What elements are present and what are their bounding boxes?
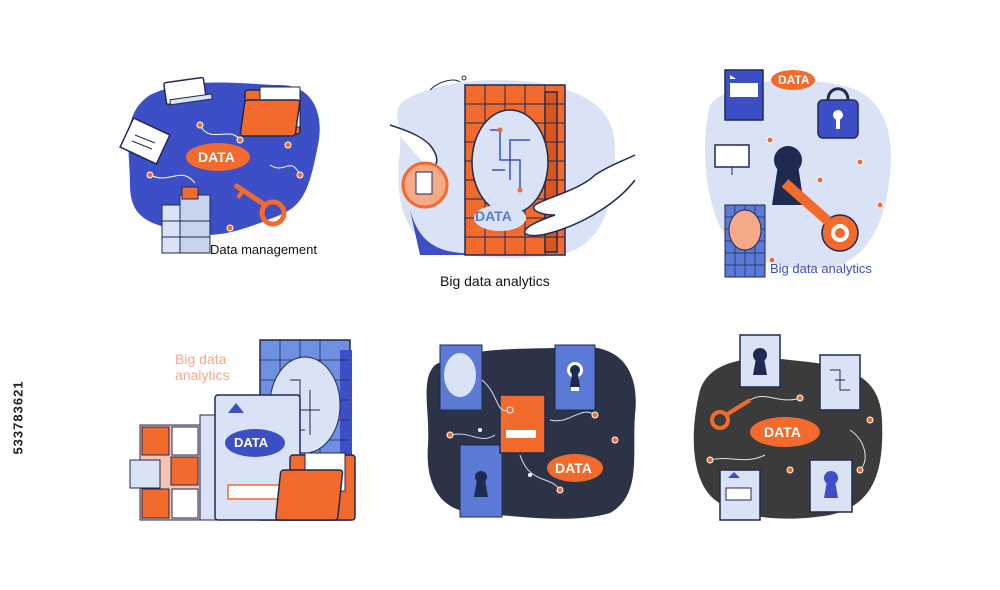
illustration-data-network-dark: DATA [420, 335, 650, 525]
illustration-data-management: DATA Data management [110, 65, 340, 265]
data-badge: DATA [234, 435, 269, 450]
big-data-files-artwork [129, 339, 356, 521]
caption-big-data-analytics: Big data analytics [175, 351, 230, 383]
caption-big-data-analytics: Big data analytics [770, 261, 872, 276]
data-badge: DATA [764, 424, 801, 440]
stock-id-text: 533783621 [10, 380, 26, 455]
illustration-big-data-files: Big data analytics DATA [129, 335, 370, 530]
caption-big-data-analytics: Big data analytics [440, 273, 550, 289]
data-badge: DATA [778, 73, 810, 87]
stock-id-watermark: 533783621 [8, 350, 28, 490]
data-network-dark-artwork [426, 344, 636, 519]
data-security-dark-artwork [693, 334, 883, 521]
data-badge: DATA [555, 460, 592, 476]
data-management-artwork [119, 76, 320, 254]
big-data-hands-artwork [389, 75, 636, 258]
big-data-lock-artwork [705, 69, 891, 278]
caption-data-management: Data management [210, 242, 317, 257]
illustration-data-security-dark: DATA [690, 330, 890, 525]
illustration-big-data-lock: DATA Big data analytics [700, 65, 900, 285]
data-badge: DATA [475, 208, 512, 224]
data-badge: DATA [198, 149, 235, 165]
illustration-big-data-hands: DATA Big data analytics [380, 70, 650, 295]
